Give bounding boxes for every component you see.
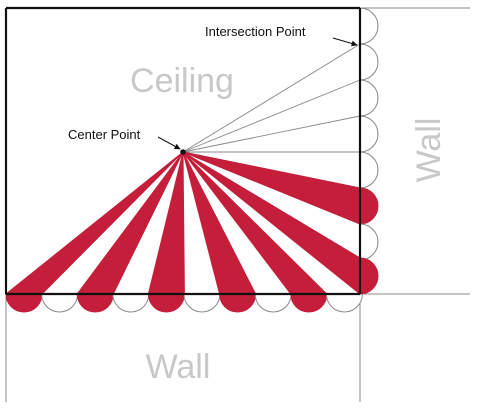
edge-scallops (5, 7, 379, 313)
bottom-scallop-6 (183, 293, 221, 313)
wall-scallop-1 (359, 7, 379, 45)
bottom-scallop-7 (219, 293, 257, 313)
fan-guide-line-2 (182, 79, 361, 153)
bottom-scallop-1 (5, 293, 43, 313)
center-point-label: Center Point (68, 127, 141, 142)
center-point-dot (180, 149, 186, 155)
wall-scallop-4 (359, 115, 379, 153)
bottom-scallop-10 (325, 293, 363, 313)
fan-guide-line-1 (182, 43, 361, 153)
wall-label-right: Wall (410, 118, 448, 183)
fan-stripes (4, 151, 361, 296)
ceiling-frame (4, 6, 362, 296)
wall-scallop-2 (359, 43, 379, 81)
wall-scallop-7 (359, 223, 379, 261)
floor-stripe-3 (147, 151, 185, 295)
bottom-scallop-3 (76, 293, 114, 313)
wall-scallop-6 (359, 187, 379, 225)
wall-label-bottom: Wall (146, 348, 211, 386)
ceiling-label: Ceiling (130, 62, 234, 100)
bottom-scallop-5 (147, 293, 185, 313)
center-point-arrow (157, 136, 181, 150)
bottom-scallop-2 (41, 293, 79, 313)
bottom-scallop-9 (290, 293, 328, 313)
wall-scallop-5 (359, 151, 379, 189)
fan-guide-line-3 (182, 115, 361, 153)
wall-scallop-8 (359, 257, 379, 295)
bottom-scallop-4 (112, 293, 150, 313)
bottom-scallop-8 (254, 293, 292, 313)
wall-scallop-3 (359, 79, 379, 117)
wall-guide-lines (5, 7, 470, 402)
intersection-point-arrow (332, 37, 358, 47)
intersection-point-label: Intersection Point (205, 24, 306, 39)
